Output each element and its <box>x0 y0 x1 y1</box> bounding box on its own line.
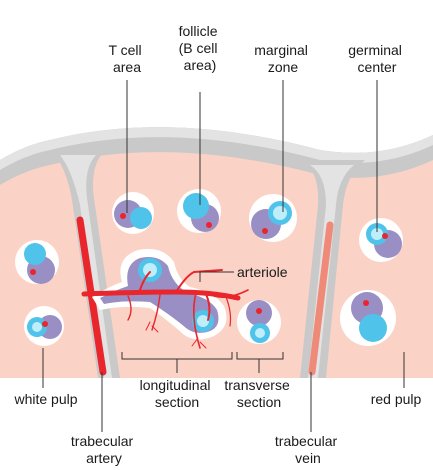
label-red-pulp: red pulp <box>371 391 422 407</box>
label-arteriole: arteriole <box>237 264 288 280</box>
label-transverse-section: transverse section <box>224 377 293 410</box>
white-pulp-nodule-upper-left <box>15 240 59 284</box>
label-longitudinal-section: longitudinal section <box>140 377 215 410</box>
transverse-section-nodule <box>237 300 281 344</box>
label-white-pulp: white pulp <box>13 391 77 407</box>
germinal-center-nodule <box>359 218 403 262</box>
label-germinal-center: germinal center <box>348 42 406 75</box>
label-trabecular-artery: trabecular artery <box>71 433 137 466</box>
label-marginal-zone: marginal zone <box>254 42 312 75</box>
label-t-cell-area: T cell area <box>108 42 145 75</box>
t-cell-nodule <box>112 192 154 234</box>
white-pulp-nodule-lower-left <box>24 306 64 346</box>
label-trabecular-vein: trabecular vein <box>275 433 341 466</box>
marginal-zone-nodule <box>249 194 297 242</box>
follicle-nodule <box>177 189 221 233</box>
red-pulp-nodule <box>340 290 396 346</box>
label-follicle: follicle (B cell area) <box>179 23 222 73</box>
